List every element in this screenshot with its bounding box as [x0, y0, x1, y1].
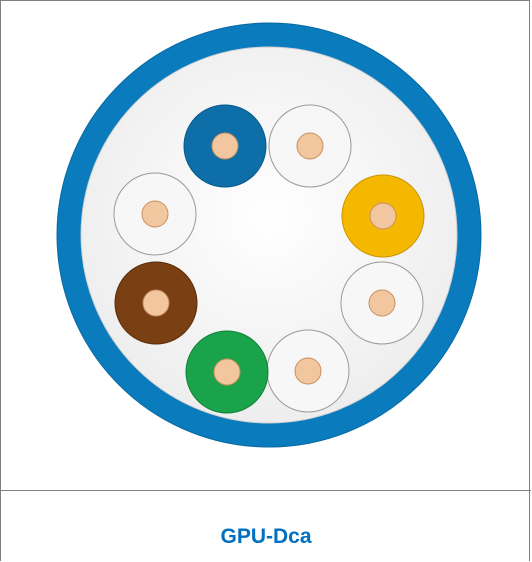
caption-cell: GPU-Dca: [1, 491, 531, 562]
wire-conductor-white-1: [296, 132, 324, 160]
wire-white-4: [113, 172, 197, 256]
wire-conductor-white-3: [294, 357, 322, 385]
cable-cross-section: [56, 22, 482, 448]
wire-conductor-orange: [369, 202, 397, 230]
wire-conductor-white-2: [368, 289, 396, 317]
wire-brown: [114, 261, 198, 345]
cable-caption: GPU-Dca: [220, 525, 312, 548]
wire-white-2: [340, 261, 424, 345]
wires-group: [113, 104, 425, 414]
wire-conductor-white-4: [141, 200, 169, 228]
wire-white-3: [266, 329, 350, 413]
wire-orange: [341, 174, 425, 258]
wire-white-1: [268, 104, 352, 188]
diagram-cell: [1, 1, 531, 491]
wire-blue: [183, 104, 267, 188]
wire-conductor-green: [213, 358, 241, 386]
wire-green: [185, 330, 269, 414]
wire-conductor-blue: [211, 132, 239, 160]
wire-conductor-brown: [142, 289, 170, 317]
